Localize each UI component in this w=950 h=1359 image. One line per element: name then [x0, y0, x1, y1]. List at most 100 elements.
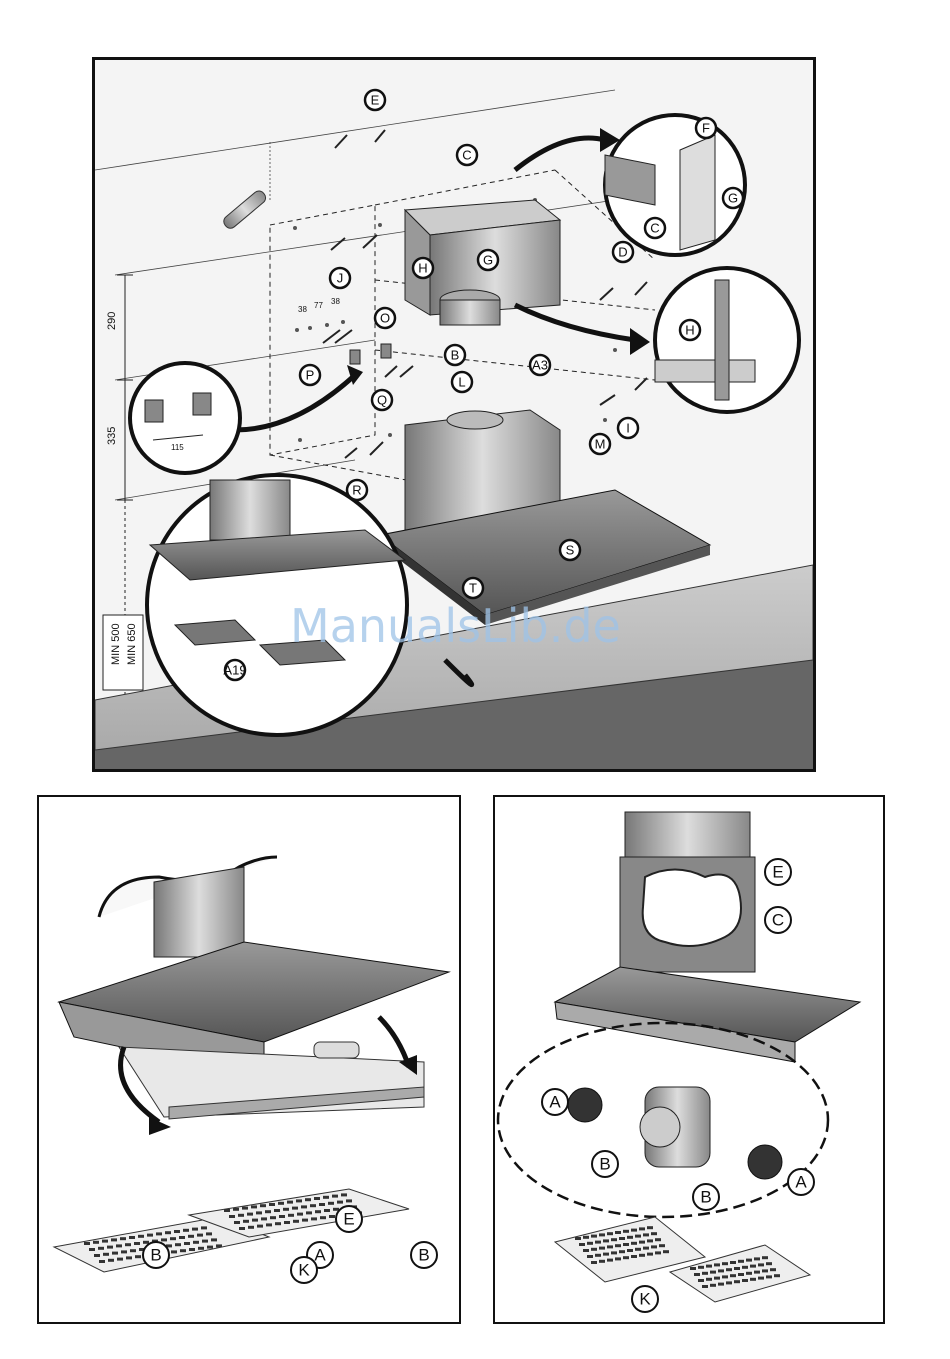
filter-hole [754, 1257, 760, 1260]
callout-text: H [418, 261, 427, 276]
callout-label: J [330, 268, 350, 288]
filter-hole [619, 1237, 625, 1240]
filter-hole [655, 1238, 661, 1241]
filter-hole [603, 1239, 609, 1242]
filter-hole [587, 1255, 593, 1258]
filter-hole [591, 1248, 597, 1251]
detail-lower-bracket [655, 360, 755, 382]
filter-hole [216, 1244, 222, 1247]
filter-hole [758, 1263, 764, 1266]
filter-hole [138, 1235, 144, 1238]
callout-label: Q [372, 390, 392, 410]
callout-text: E [772, 863, 783, 882]
dimension-115: 115 [171, 443, 184, 452]
detail-lower-plate [715, 280, 729, 400]
filter-hole [746, 1259, 752, 1262]
callout-text: A [795, 1173, 807, 1192]
filter-hole [103, 1253, 109, 1256]
filter-hole [207, 1246, 213, 1249]
installation-diagram-panel: 290 335 38 77 38 [92, 57, 816, 772]
filter-hole [718, 1283, 724, 1286]
filter-hole [346, 1199, 352, 1202]
filter-hole [324, 1209, 330, 1212]
callout-label: E [765, 859, 791, 885]
filter-hole [180, 1249, 186, 1252]
callout-label: B [411, 1242, 437, 1268]
filter-hole [320, 1216, 326, 1219]
filter-hole [631, 1242, 637, 1245]
filter-hole [161, 1238, 167, 1241]
filter-hole [750, 1278, 756, 1281]
filter-hole [631, 1229, 637, 1232]
callout-label: B [143, 1242, 169, 1268]
filter-hole [179, 1236, 185, 1239]
callout-text: K [298, 1261, 310, 1280]
filter-hole [305, 1198, 311, 1201]
filter-hole [332, 1195, 338, 1198]
filter-hole [89, 1248, 95, 1251]
filter-hole [619, 1250, 625, 1253]
filter-hole [329, 1215, 335, 1218]
filter-hole [261, 1217, 267, 1220]
filter-hole [746, 1272, 752, 1275]
filter-hole [607, 1232, 613, 1235]
callout-label: G [478, 250, 498, 270]
filter-hole [156, 1232, 162, 1235]
filter-hole [301, 1205, 307, 1208]
filter-hole [639, 1227, 645, 1230]
carbon-filter-diagram: ECABBAK [495, 797, 883, 1322]
light-tube [314, 1042, 359, 1058]
filter-hole [121, 1250, 127, 1253]
filter-hole [99, 1260, 105, 1263]
filter-hole [206, 1232, 212, 1235]
filter-hole [211, 1238, 217, 1241]
detail-bracket-right [193, 393, 211, 415]
filter-hole [328, 1202, 334, 1205]
filter-hole [284, 1221, 290, 1224]
motor-cutout [643, 870, 741, 947]
filter-removal-panel: BAEBK [37, 795, 461, 1324]
filter-hole [311, 1217, 317, 1220]
filter-hole [643, 1233, 649, 1236]
filter-hole [615, 1257, 621, 1260]
callout-text: D [618, 245, 627, 260]
callout-text: Q [377, 393, 387, 408]
duct-ring [440, 300, 500, 325]
filter-hole [302, 1219, 308, 1222]
watermark: ManualsLib.de [290, 599, 621, 653]
filter-hole [310, 1204, 316, 1207]
filter-hole [102, 1240, 108, 1243]
filter-hole [233, 1208, 239, 1211]
callout-text: B [418, 1246, 429, 1265]
filter-hole [239, 1227, 245, 1230]
callout-label: R [347, 480, 367, 500]
filter-hole [134, 1242, 140, 1245]
callout-text: B [451, 348, 460, 363]
filter-hole [130, 1249, 136, 1252]
filter-removal-diagram: BAEBK [39, 797, 459, 1322]
callout-label: A3 [530, 355, 550, 375]
filter-hole [108, 1259, 114, 1262]
filter-hole [197, 1234, 203, 1237]
callout-label: H [680, 320, 700, 340]
filter-hole [647, 1239, 653, 1242]
filter-hole [314, 1197, 320, 1200]
filter-hole [714, 1263, 720, 1266]
filter-hole [639, 1241, 645, 1244]
callout-label: E [365, 90, 385, 110]
callout-text: B [700, 1188, 711, 1207]
filter-hole [587, 1242, 593, 1245]
filter-hole [639, 1254, 645, 1257]
callout-label: A19 [223, 660, 246, 680]
filter-hole [722, 1275, 728, 1278]
filter-hole [248, 1226, 254, 1229]
installation-diagram: 290 335 38 77 38 [95, 60, 813, 769]
filter-hole [611, 1251, 617, 1254]
filter-hole [663, 1250, 669, 1253]
filter-hole [252, 1219, 258, 1222]
filter-hole [770, 1268, 776, 1271]
filter-hole [651, 1232, 657, 1235]
filter-hole [583, 1236, 589, 1239]
filter-hole [183, 1229, 189, 1232]
detail-chimney-plate [680, 135, 715, 250]
